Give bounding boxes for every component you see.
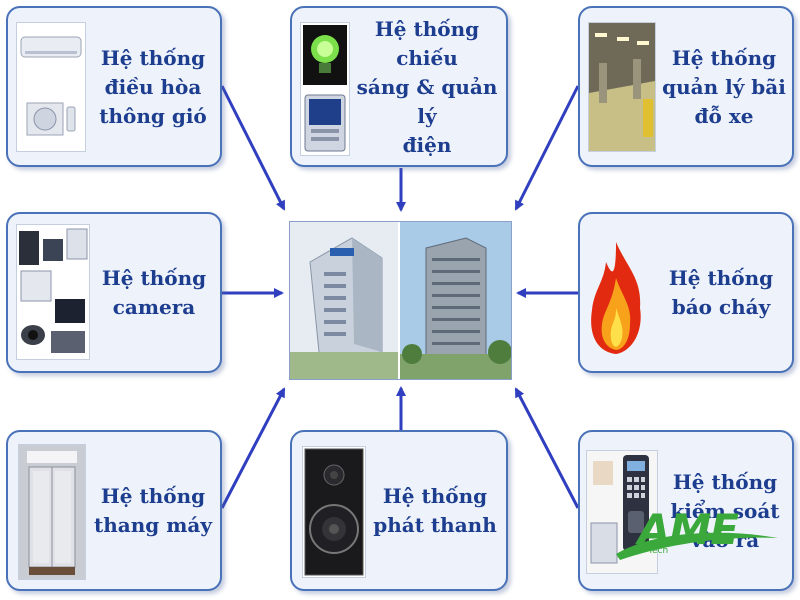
arrow-hvac [220, 85, 286, 211]
elevator-icon [18, 444, 86, 580]
office-buildings-photo [289, 221, 512, 380]
light-bulb-icon [300, 22, 350, 156]
fire-icon [586, 238, 646, 356]
audio-label: Hệ thống phát thanh [373, 484, 497, 537]
parking-label: Hệ thống quản lý bãi đỗ xe [662, 45, 786, 128]
parking-box: Hệ thống quản lý bãi đỗ xe [578, 6, 794, 167]
camera-box: Hệ thống camera [6, 212, 222, 373]
arrow-access [514, 387, 580, 509]
fire-box: Hệ thống báo cháy [578, 212, 794, 373]
elevator-label: Hệ thống thang máy [94, 484, 212, 537]
logo-subtext: Tech [648, 546, 669, 556]
parking-garage-icon [588, 22, 656, 152]
arrow-parking [514, 85, 580, 211]
access-control-icon [586, 450, 658, 574]
cctv-camera-icon [16, 224, 90, 360]
audio-box: Hệ thống phát thanh [290, 430, 508, 591]
arrow-elevator [220, 387, 286, 509]
air-conditioner-icon [16, 22, 86, 152]
hvac-box: Hệ thống điều hòa thông gió [6, 6, 222, 167]
logo-text: AME [638, 505, 739, 554]
fire-label: Hệ thống báo cháy [668, 266, 774, 319]
ame-logo: AME Tech [612, 502, 782, 572]
elevator-box: Hệ thống thang máy [6, 430, 222, 591]
lighting-label: Hệ thống chiếu sáng & quản lý điện [356, 16, 498, 157]
hvac-label: Hệ thống điều hòa thông gió [99, 45, 207, 128]
camera-label: Hệ thống camera [101, 266, 207, 319]
speaker-icon [302, 446, 366, 578]
lighting-box: Hệ thống chiếu sáng & quản lý điện [290, 6, 508, 167]
